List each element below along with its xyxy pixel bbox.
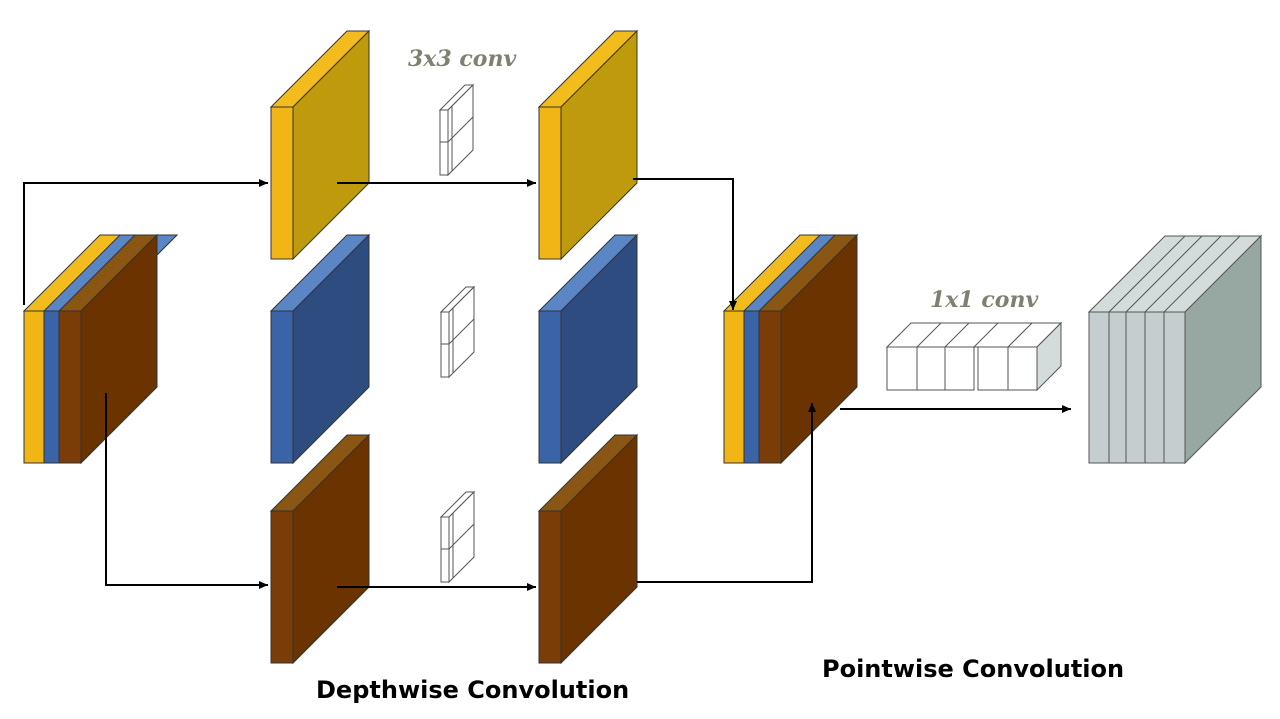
kernel-3x3-middle bbox=[439, 285, 476, 379]
depthwise-output-brown bbox=[537, 433, 639, 665]
arrow-yellow-to-stack bbox=[633, 178, 737, 310]
depthwise-output-blue bbox=[537, 233, 639, 465]
arrow-input-to-yellow bbox=[23, 179, 268, 305]
arrow-brown-to-stack bbox=[637, 403, 816, 583]
depthwise-input-blue bbox=[269, 233, 371, 465]
input-tensor bbox=[22, 233, 179, 465]
stacked-tensor bbox=[722, 233, 859, 465]
input-yellow-channel bbox=[23, 310, 45, 464]
connectors bbox=[23, 178, 1071, 591]
depthwise-input-yellow bbox=[269, 29, 371, 261]
depthwise-output-yellow bbox=[537, 29, 639, 261]
output-tensor bbox=[1087, 234, 1263, 465]
kernel-3x3-top bbox=[438, 83, 475, 177]
kernel-3x3-bottom bbox=[439, 490, 476, 584]
pointwise-kernel-label: 1x1 conv bbox=[930, 287, 1039, 313]
depthwise-kernel-label: 3x3 conv bbox=[408, 46, 517, 72]
input-blue-channel bbox=[43, 310, 60, 464]
depthwise-caption: Depthwise Convolution bbox=[316, 676, 630, 704]
arrow-input-to-brown bbox=[105, 393, 268, 589]
depthwise-input-brown bbox=[269, 433, 371, 665]
input-brown-channel bbox=[58, 310, 82, 464]
pointwise-caption: Pointwise Convolution bbox=[822, 655, 1125, 683]
kernel-1x1-row bbox=[885, 321, 1063, 392]
